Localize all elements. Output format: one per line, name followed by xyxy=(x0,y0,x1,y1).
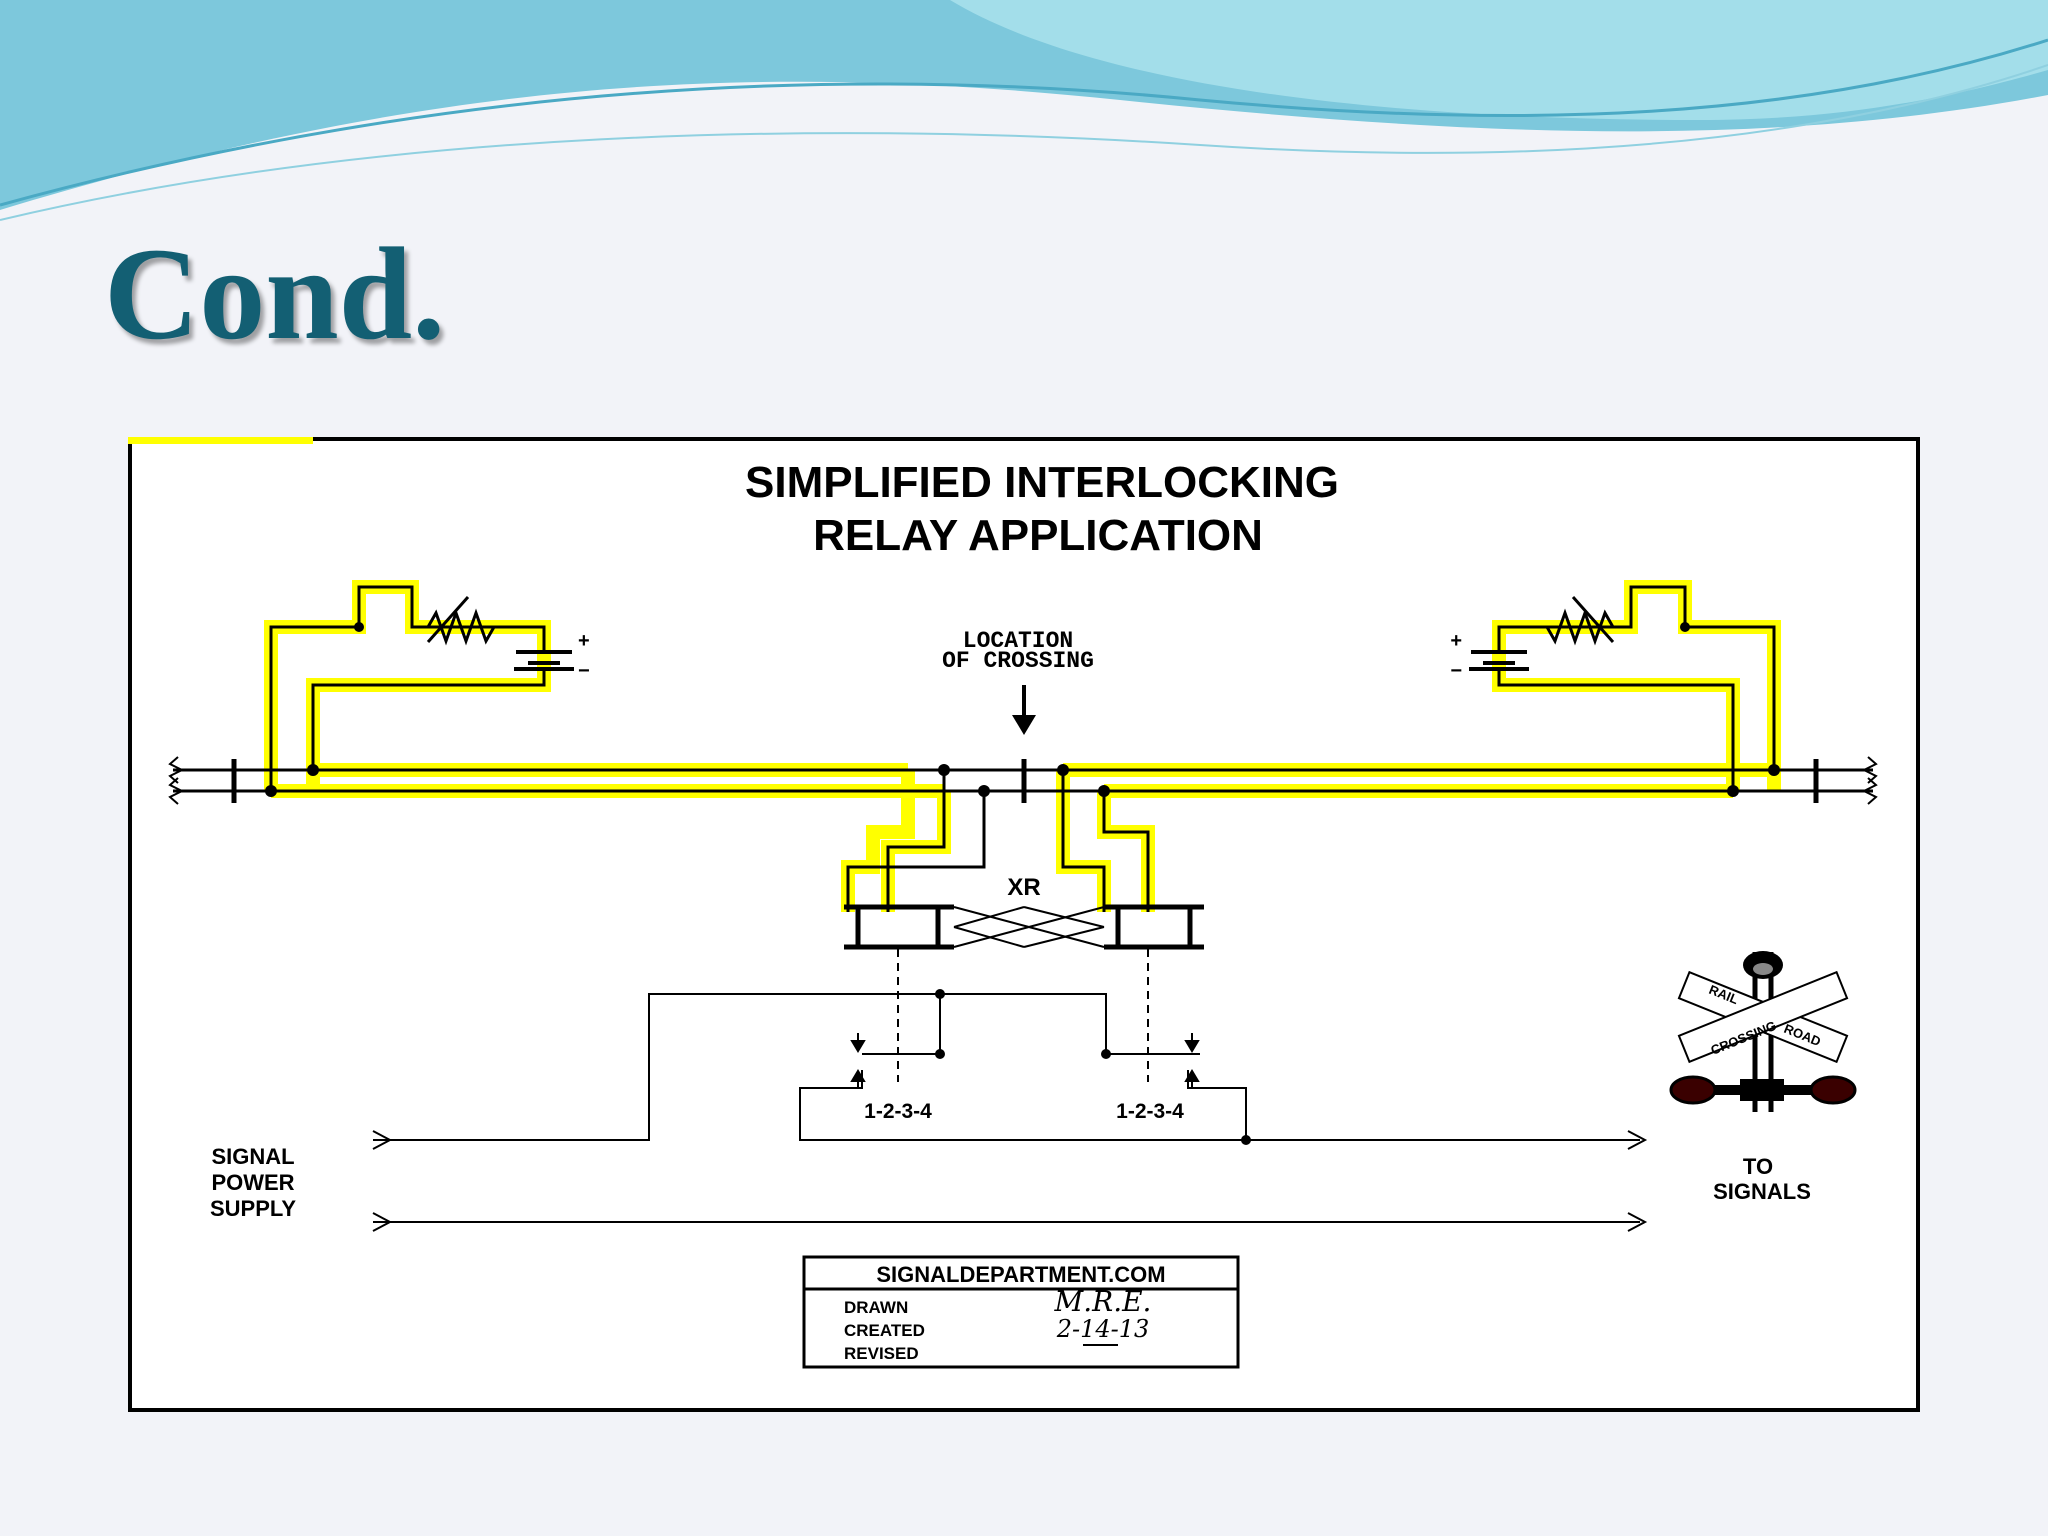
left-battery-icon xyxy=(514,650,574,671)
title-block-revised-label: REVISED xyxy=(844,1344,919,1363)
diagram-title-line1: SIMPLIFIED INTERLOCKING xyxy=(745,458,1339,507)
left-relay-coil-icon xyxy=(844,904,954,950)
relay-label: XR xyxy=(1007,874,1040,901)
supply-arrow-icons xyxy=(372,1130,1648,1232)
power-label-line1: SIGNAL xyxy=(211,1144,294,1169)
right-relay-coil-icon xyxy=(1104,904,1204,950)
insulated-joints xyxy=(231,759,1819,803)
right-battery-icon xyxy=(1469,650,1529,671)
left-resistor-icon xyxy=(412,608,512,646)
title-block-drawn-label: DRAWN xyxy=(844,1298,908,1317)
crossing-label-line2: OF CROSSING xyxy=(942,648,1094,674)
right-resistor-icon xyxy=(1528,608,1631,646)
power-label-line3: SUPPLY xyxy=(210,1196,296,1221)
header-wave xyxy=(0,0,2048,221)
diagram-frame xyxy=(128,437,1920,1412)
relay-diagram: SIMPLIFIED INTERLOCKING RELAY APPLICATIO… xyxy=(128,437,1920,1412)
right-rheostat-arrow-icon xyxy=(1571,596,1615,643)
to-label-line1: TO xyxy=(1743,1154,1773,1179)
title-block-site: SignalDepartment.com xyxy=(876,1262,1165,1287)
contacts-right-label: 1-2-3-4 xyxy=(1116,1100,1184,1123)
title-block-created-label: CREATED xyxy=(844,1321,925,1340)
left-battery-minus: − xyxy=(578,660,590,682)
title-block xyxy=(802,1255,1240,1369)
power-label-line2: POWER xyxy=(211,1170,294,1195)
crossing-arrow-icon xyxy=(1012,685,1036,735)
relay-interlock-lines xyxy=(953,906,1105,948)
title-block-created-value: 2-14-13 xyxy=(1056,1315,1150,1343)
crossing-label-line1: LOCATION xyxy=(963,628,1073,654)
diagram-title-line2: RELAY APPLICATION xyxy=(813,511,1263,560)
left-rheostat-arrow-icon xyxy=(426,596,470,643)
left-battery-plus: + xyxy=(578,630,590,652)
contacts-left-label: 1-2-3-4 xyxy=(864,1100,932,1123)
right-battery-minus: − xyxy=(1450,660,1462,682)
railroad-crossing-icon: RAIL ROAD CROSSING xyxy=(1669,951,1857,1112)
slide-title: Cond. xyxy=(104,220,446,367)
contact-circuit xyxy=(373,993,1640,1223)
right-battery-plus: + xyxy=(1450,630,1462,652)
rail-break-icons xyxy=(168,756,1878,805)
title-block-drawn-value: M.R.E. xyxy=(1054,1285,1152,1318)
to-label-line2: SIGNALS xyxy=(1713,1179,1811,1204)
contact-arrows xyxy=(850,1033,1200,1087)
junction-dots xyxy=(265,622,1780,797)
contact-dots xyxy=(935,989,1251,1145)
